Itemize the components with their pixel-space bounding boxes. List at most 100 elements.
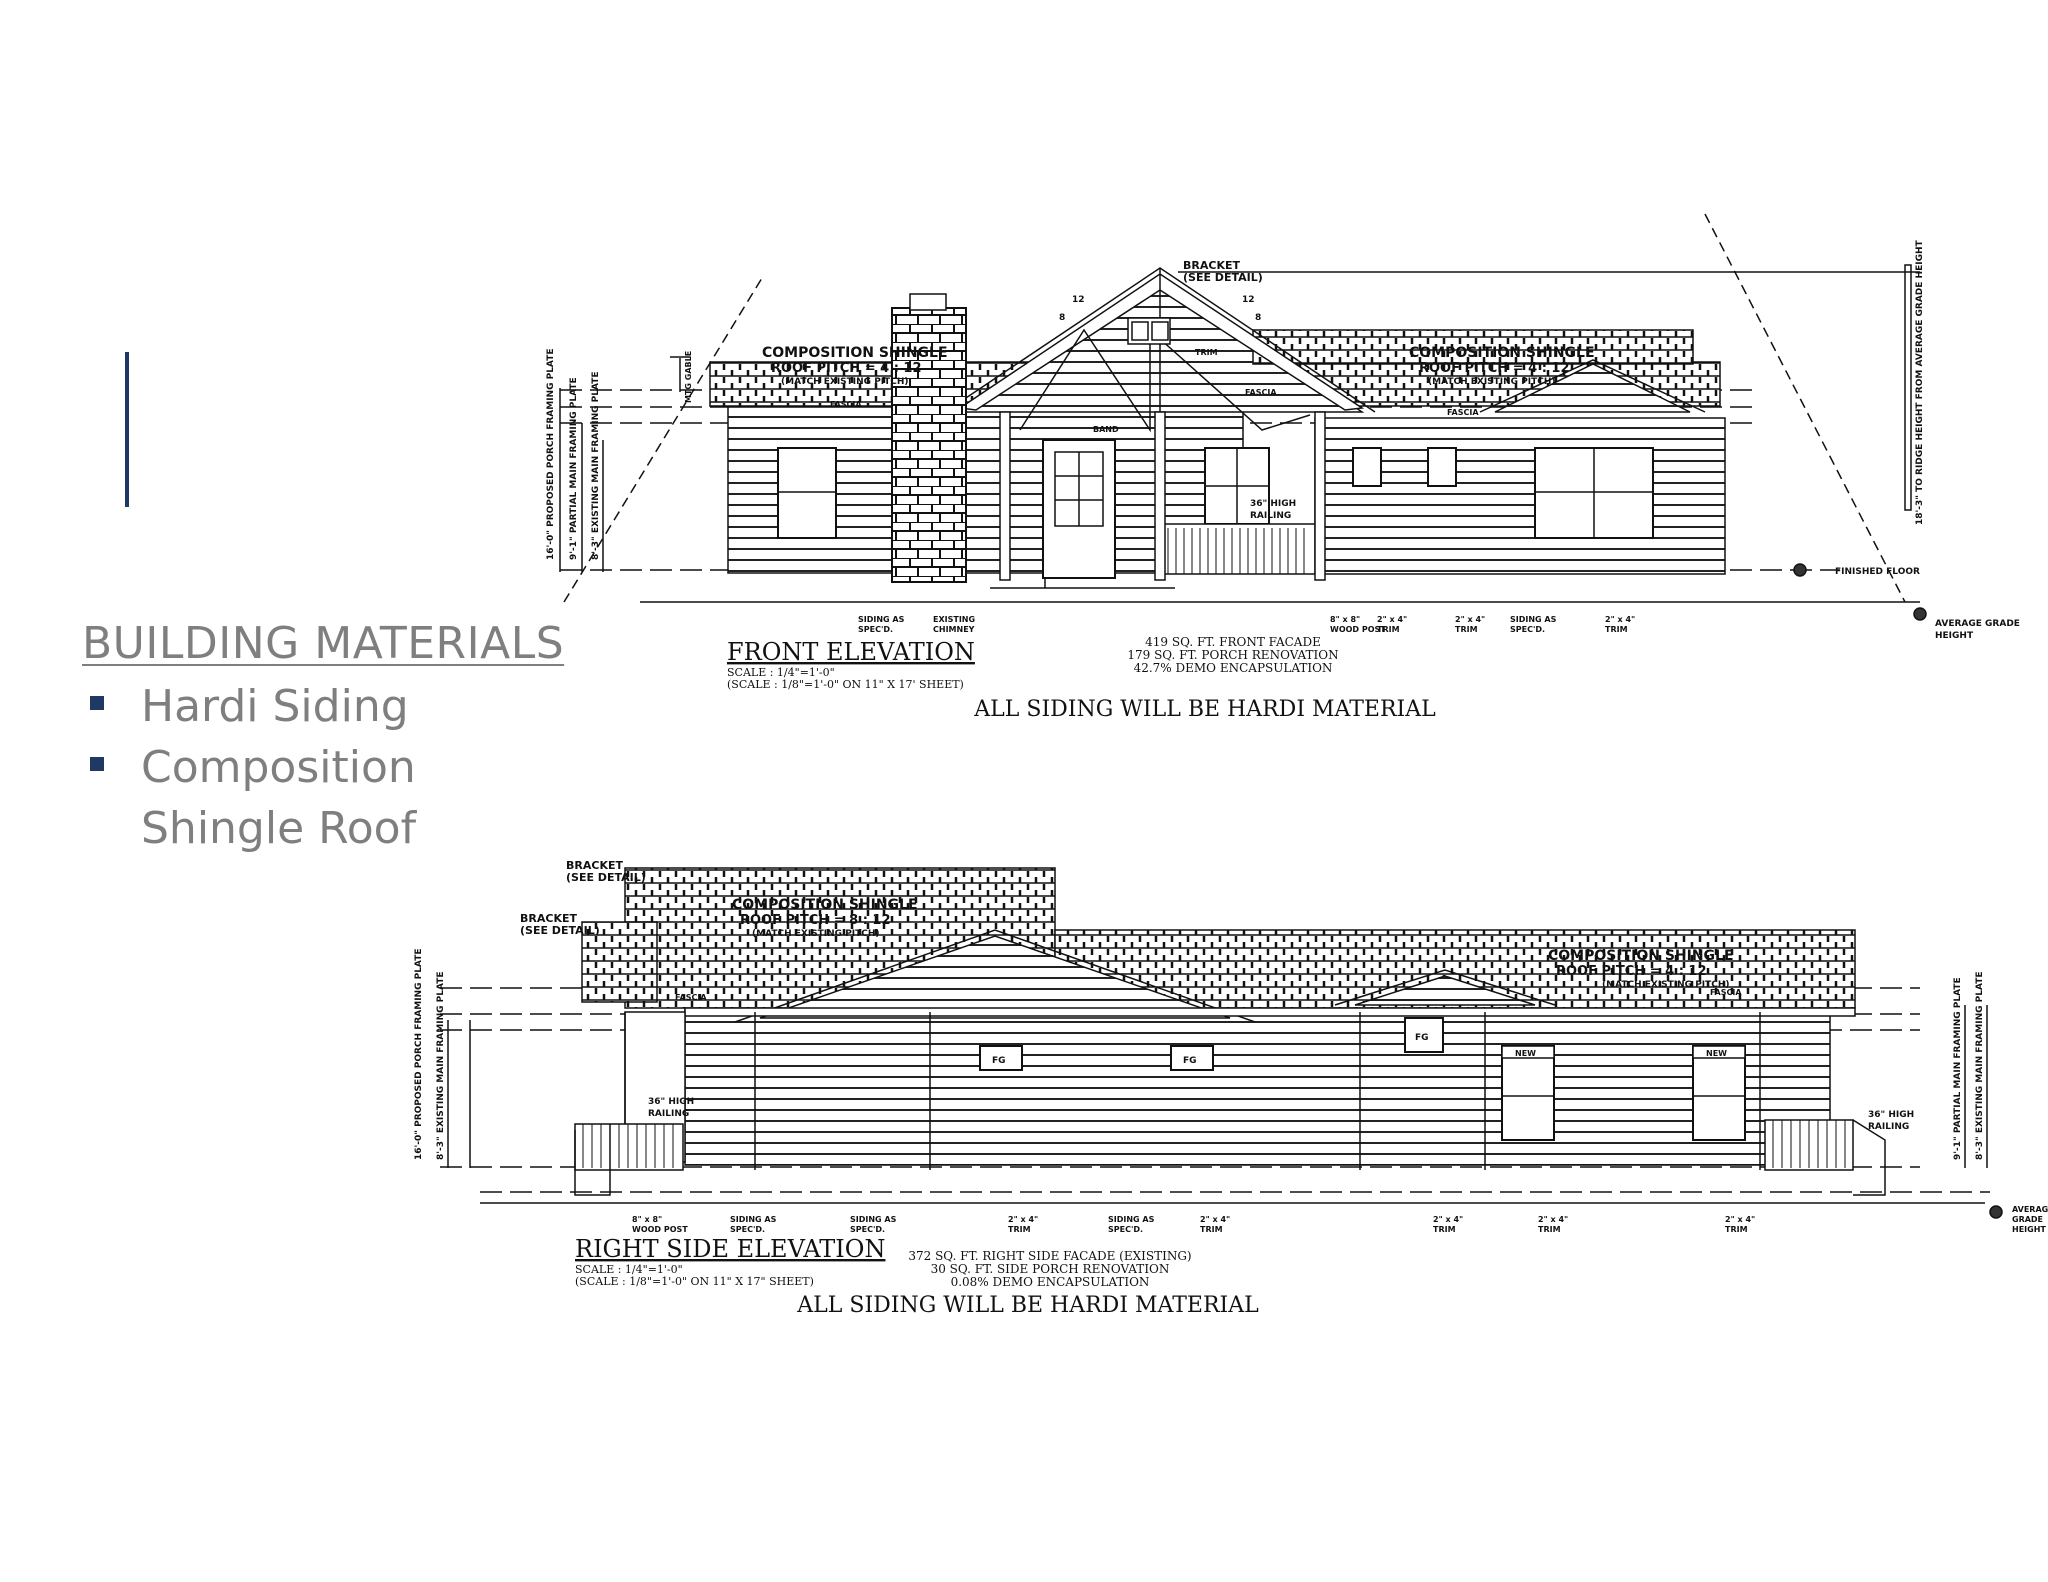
svg-text:ROOF PITCH = 4 : 12: ROOF PITCH = 4 : 12: [771, 361, 922, 376]
svg-text:9'-1" PARTIAL MAIN FRAMING PLA: 9'-1" PARTIAL MAIN FRAMING PLATE: [1953, 977, 1963, 1160]
svg-text:36" HIGH: 36" HIGH: [648, 1097, 694, 1107]
right-side-elevation-stat: 30 SQ. FT. SIDE PORCH RENOVATION: [931, 1262, 1170, 1276]
svg-text:TRIM: TRIM: [1455, 625, 1478, 634]
svg-text:BRACKET: BRACKET: [1183, 259, 1240, 272]
svg-text:COMPOSITION SHINGLE: COMPOSITION SHINGLE: [732, 897, 918, 913]
front-elevation-scale-sheet: (SCALE : 1/8"=1'-0" ON 11" X 17' SHEET): [727, 678, 964, 691]
svg-text:8: 8: [1255, 313, 1261, 323]
front-elevation-stat: 179 SQ. FT. PORCH RENOVATION: [1127, 648, 1338, 662]
svg-text:RAILING: RAILING: [1868, 1122, 1909, 1132]
svg-text:SIDING AS: SIDING AS: [858, 615, 905, 624]
svg-text:FG: FG: [1183, 1056, 1197, 1066]
front-elevation-stat: 42.7% DEMO ENCAPSULATION: [1134, 661, 1333, 675]
svg-text:TRIM: TRIM: [1195, 348, 1218, 357]
svg-text:(MATCH EXISTING PITCH): (MATCH EXISTING PITCH): [781, 377, 909, 387]
svg-text:2" x 4": 2" x 4": [1538, 1215, 1568, 1224]
svg-text:SIDING AS: SIDING AS: [730, 1215, 777, 1224]
svg-text:TRIM: TRIM: [1200, 1225, 1223, 1234]
svg-text:16'-0" PROPOSED PORCH FRAMING: 16'-0" PROPOSED PORCH FRAMING PLATE: [414, 949, 424, 1161]
svg-text:(MATCH EXISTING PITCH): (MATCH EXISTING PITCH): [1428, 377, 1556, 387]
svg-text:(MATCH EXISTING PITCH): (MATCH EXISTING PITCH): [1602, 980, 1730, 990]
svg-text:ROOF PITCH = 8 : 12: ROOF PITCH = 8 : 12: [740, 913, 891, 928]
svg-text:12: 12: [1242, 295, 1255, 305]
svg-text:NEW: NEW: [1515, 1049, 1536, 1058]
svg-text:8'-3" EXISTING MAIN FRAMING PL: 8'-3" EXISTING MAIN FRAMING PLATE: [591, 371, 601, 560]
right-side-elevation-note: ALL SIDING WILL BE HARDI MATERIAL: [796, 1293, 1259, 1318]
right-side-elevation-scale: SCALE : 1/4"=1'-0": [575, 1263, 683, 1276]
svg-text:ROOF PITCH = 4 : 12: ROOF PITCH = 4 : 12: [1556, 964, 1707, 979]
list-item: Composition Shingle Roof: [82, 737, 562, 859]
svg-text:36" HIGH: 36" HIGH: [1868, 1110, 1914, 1120]
svg-text:WOOD POST: WOOD POST: [632, 1225, 688, 1234]
svg-text:(SEE DETAIL): (SEE DETAIL): [520, 924, 600, 937]
svg-text:FG: FG: [1415, 1033, 1429, 1043]
front-elevation-text: BRACKET (SEE DETAIL) COMPOSITION SHINGLE…: [546, 240, 2020, 641]
svg-text:TRIM: TRIM: [1538, 1225, 1561, 1234]
svg-text:TRIM: TRIM: [1008, 1225, 1031, 1234]
svg-text:SPEC'D.: SPEC'D.: [1108, 1225, 1143, 1234]
svg-text:SIDING AS: SIDING AS: [1510, 615, 1557, 624]
svg-text:COMPOSITION SHINGLE: COMPOSITION SHINGLE: [762, 345, 948, 361]
svg-text:(MATCH EXISTING PITCH): (MATCH EXISTING PITCH): [752, 929, 880, 939]
svg-text:9'-1" PARTIAL MAIN FRAMING PLA: 9'-1" PARTIAL MAIN FRAMING PLATE: [569, 377, 579, 560]
svg-text:WOOD POST: WOOD POST: [1330, 625, 1386, 634]
front-elevation-stat: 419 SQ. FT. FRONT FACADE: [1145, 635, 1321, 649]
materials-list: Hardi Siding Composition Shingle Roof: [82, 676, 562, 859]
svg-text:BRACKET: BRACKET: [566, 859, 623, 872]
svg-text:ROOF PITCH = 4 : 12: ROOF PITCH = 4 : 12: [1419, 361, 1570, 376]
svg-text:(SEE DETAIL): (SEE DETAIL): [1183, 271, 1263, 284]
svg-text:FASCIA: FASCIA: [1245, 388, 1277, 397]
svg-text:FASCIA: FASCIA: [1710, 988, 1742, 997]
svg-text:SPEC'D.: SPEC'D.: [858, 625, 893, 634]
svg-text:COMPOSITION SHINGLE: COMPOSITION SHINGLE: [1409, 345, 1595, 361]
front-elevation-titleblock: FRONT ELEVATION SCALE : 1/4"=1'-0" (SCAL…: [727, 635, 1436, 722]
bullet-square-icon: [90, 757, 104, 771]
svg-text:8: 8: [1059, 313, 1065, 323]
svg-text:HEIGHT: HEIGHT: [1935, 631, 1974, 641]
svg-text:EXISTING: EXISTING: [933, 615, 975, 624]
svg-text:36" HIGH: 36" HIGH: [1250, 499, 1296, 509]
svg-text:2" x 4": 2" x 4": [1433, 1215, 1463, 1224]
svg-text:TRIM: TRIM: [1605, 625, 1628, 634]
svg-text:18'-3" TO RIDGE HEIGHT FROM AV: 18'-3" TO RIDGE HEIGHT FROM AVERAGE GRAD…: [1915, 240, 1925, 525]
svg-text:2" x 4": 2" x 4": [1605, 615, 1635, 624]
svg-text:8'-3" EXISTING MAIN FRAMING PL: 8'-3" EXISTING MAIN FRAMING PLATE: [1975, 971, 1985, 1160]
svg-text:2" x 4": 2" x 4": [1377, 615, 1407, 624]
svg-text:MTG GABLE: MTG GABLE: [684, 351, 693, 403]
front-elevation-drawing: [559, 213, 1927, 621]
svg-text:FASCIA: FASCIA: [1447, 408, 1479, 417]
svg-text:RAILING: RAILING: [648, 1109, 689, 1119]
section-heading: BUILDING MATERIALS: [82, 618, 565, 669]
svg-text:2" x 4": 2" x 4": [1725, 1215, 1755, 1224]
right-side-elevation-stat: 372 SQ. FT. RIGHT SIDE FACADE (EXISTING): [908, 1249, 1191, 1263]
front-elevation-note: ALL SIDING WILL BE HARDI MATERIAL: [973, 697, 1436, 722]
svg-text:CHIMNEY: CHIMNEY: [933, 625, 975, 634]
svg-text:2" x 4": 2" x 4": [1200, 1215, 1230, 1224]
svg-text:COMPOSITION SHINGLE: COMPOSITION SHINGLE: [1548, 948, 1734, 964]
svg-text:SIDING AS: SIDING AS: [1108, 1215, 1155, 1224]
bullet-square-icon: [90, 696, 104, 710]
svg-text:(SEE DETAIL): (SEE DETAIL): [566, 871, 646, 884]
svg-text:SPEC'D.: SPEC'D.: [850, 1225, 885, 1234]
right-side-elevation-stat: 0.08% DEMO ENCAPSULATION: [951, 1275, 1150, 1289]
svg-text:SIDING AS: SIDING AS: [850, 1215, 897, 1224]
svg-text:2" x 4": 2" x 4": [1455, 615, 1485, 624]
svg-text:12: 12: [1072, 295, 1085, 305]
right-side-elevation-scale-sheet: (SCALE : 1/8"=1'-0" ON 11" X 17" SHEET): [575, 1275, 814, 1288]
right-side-elevation-drawing: [440, 867, 2003, 1219]
svg-text:FASCIA: FASCIA: [830, 400, 862, 409]
svg-text:BAND: BAND: [1093, 425, 1119, 434]
list-item-text: Hardi Siding: [141, 681, 409, 732]
svg-text:BRACKET: BRACKET: [520, 912, 577, 925]
svg-text:TRIM: TRIM: [1725, 1225, 1748, 1234]
svg-text:HEIGHT: HEIGHT: [2012, 1225, 2046, 1234]
svg-text:SPEC'D.: SPEC'D.: [1510, 625, 1545, 634]
svg-text:GRADE: GRADE: [2012, 1215, 2043, 1224]
list-item: Hardi Siding: [82, 676, 562, 737]
svg-text:FASCIA: FASCIA: [675, 993, 707, 1002]
svg-text:TRIM: TRIM: [1433, 1225, 1456, 1234]
svg-text:FINISHED FLOOR: FINISHED FLOOR: [1835, 567, 1920, 577]
svg-text:8'-3" EXISTING MAIN FRAMING PL: 8'-3" EXISTING MAIN FRAMING PLATE: [436, 971, 446, 1160]
svg-text:SPEC'D.: SPEC'D.: [730, 1225, 765, 1234]
